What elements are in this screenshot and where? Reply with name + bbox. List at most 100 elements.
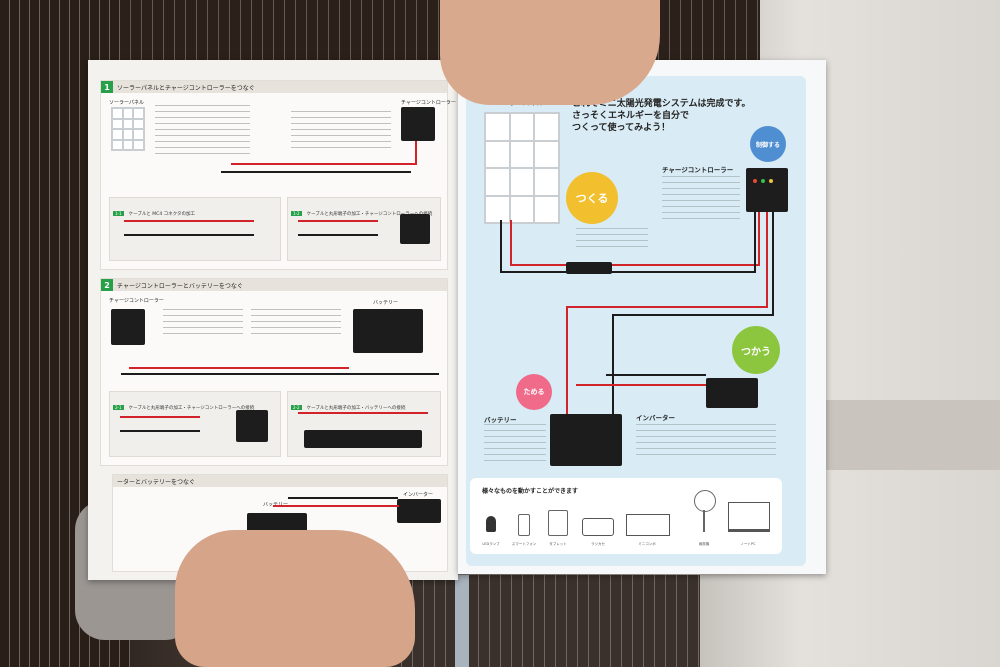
black-wire <box>124 234 254 236</box>
fan-stand-icon <box>703 510 705 532</box>
charge-controller <box>746 168 788 212</box>
controller-label: チャージコントローラー <box>662 166 734 174</box>
mc4-connector <box>566 262 612 274</box>
red-wire <box>766 212 768 308</box>
red-wire <box>510 220 512 266</box>
section-title: ソーラーパネルとチャージコントローラーをつなぐ <box>117 84 255 92</box>
sub-title: ケーブルと丸形端子の加工・チャージコントローラーへの接続 <box>128 406 255 411</box>
black-wire <box>754 212 756 272</box>
charge-controller <box>400 214 430 244</box>
store-badge: ためる <box>516 374 552 410</box>
red-wire <box>231 163 416 165</box>
battery <box>550 414 622 466</box>
black-wire <box>120 430 200 432</box>
section-number: 2 <box>101 279 113 291</box>
controller-label: チャージコントローラー <box>401 100 456 106</box>
section-1: 1 ソーラーパネルとチャージコントローラーをつなぐ ソーラーパネル チャージコン… <box>100 80 456 270</box>
controller-label: チャージコントローラー <box>109 298 164 304</box>
black-wire <box>121 373 439 375</box>
device-label: 扇風機 <box>698 542 710 546</box>
intro-line-2: さっそくエネルギーを自分で <box>572 111 690 121</box>
status-led <box>761 179 765 183</box>
section-2-header: 2 チャージコントローラーとバッテリーをつなぐ <box>101 279 447 291</box>
intro-line-1: これでミニ太陽光発電システムは完成です。 <box>572 99 751 109</box>
battery-label: バッテリー <box>484 416 517 424</box>
device-label: タブレット <box>549 542 567 546</box>
device-label: ミニコンポ <box>638 542 656 546</box>
instruction-text <box>163 309 243 339</box>
black-wire <box>612 314 614 416</box>
sub-number: 1-1 <box>113 211 124 216</box>
sub-step-2-1: 2-1 ケーブルと丸形端子の加工・チャージコントローラーへの接続 <box>109 391 281 457</box>
devices-title: 様々なものを動かすことができます <box>482 488 579 495</box>
control-badge: 制御する <box>750 126 786 162</box>
mini-stereo-icon <box>626 514 670 536</box>
sub-number: 1-2 <box>291 211 302 216</box>
inverter <box>706 378 758 408</box>
poster-left-page: 1 ソーラーパネルとチャージコントローラーをつなぐ ソーラーパネル チャージコン… <box>88 60 458 580</box>
red-wire <box>758 212 760 266</box>
black-wire <box>221 171 411 173</box>
sub-number: 2-1 <box>113 405 124 410</box>
controller-description <box>662 176 740 220</box>
hand-top <box>440 0 660 105</box>
inverter <box>397 499 441 523</box>
instruction-text <box>251 309 341 339</box>
black-wire <box>298 234 378 236</box>
section-number: 1 <box>101 81 113 93</box>
device-label: LEDランプ <box>482 542 500 546</box>
section-3-header: ーターとバッテリーをつなぐ <box>113 475 447 487</box>
sub-title: ケーブルと丸形端子の加工・チャージコントローラーへの接続 <box>306 212 433 217</box>
zipper <box>455 575 469 667</box>
charge-controller <box>401 107 435 141</box>
inverter-label: インバーター <box>403 492 434 498</box>
sub-number: 2-2 <box>291 405 302 410</box>
charge-controller <box>236 410 268 442</box>
fan-icon <box>694 490 716 512</box>
red-wire <box>566 306 568 416</box>
hand-bottom <box>175 530 415 667</box>
red-wire <box>566 306 768 308</box>
shelf <box>805 400 1000 470</box>
red-wire <box>120 416 200 418</box>
status-led <box>753 179 757 183</box>
solar-panel-small <box>111 107 145 151</box>
sweater-bottom <box>380 575 700 667</box>
make-badge: つくる <box>566 172 618 224</box>
use-badge: つかう <box>732 326 780 374</box>
section-1-header: 1 ソーラーパネルとチャージコントローラーをつなぐ <box>101 81 447 93</box>
battery <box>353 309 423 353</box>
intro-line-3: つくって使ってみよう！ <box>572 123 671 133</box>
device-label: ノートPC <box>740 542 756 546</box>
inverter-label: インバーター <box>636 414 675 422</box>
battery-top-view <box>304 430 422 448</box>
sub-step-2-2: 2-2 ケーブルと丸形端子の加工・バッテリーへの接続 <box>287 391 441 457</box>
instruction-text <box>291 111 391 153</box>
led-lamp-icon <box>486 516 496 532</box>
red-wire <box>415 141 417 165</box>
red-wire <box>298 220 378 222</box>
panel-description <box>576 228 648 252</box>
panel-label: ソーラーパネル <box>109 100 144 106</box>
laptop-icon <box>728 502 770 532</box>
charge-controller <box>111 309 145 345</box>
black-wire <box>772 212 774 316</box>
red-wire <box>510 264 760 266</box>
tablet-icon <box>548 510 568 536</box>
radio-cassette-icon <box>582 518 614 536</box>
battery-description <box>484 424 546 466</box>
black-wire <box>612 314 774 316</box>
red-wire <box>273 505 399 507</box>
black-wire <box>606 374 706 376</box>
red-wire <box>129 367 349 369</box>
red-wire <box>124 220 254 222</box>
sub-title: ケーブルと MC4 コネクタの加工 <box>128 212 195 217</box>
smartphone-icon <box>518 514 530 536</box>
solar-panel <box>484 112 560 224</box>
black-wire <box>500 271 756 273</box>
red-wire <box>298 412 428 414</box>
red-wire <box>576 384 706 386</box>
black-wire <box>500 220 502 272</box>
section-title: ーターとバッテリーをつなぐ <box>117 478 196 486</box>
sub-step-1-1: 1-1 ケーブルと MC4 コネクタの加工 <box>109 197 281 261</box>
